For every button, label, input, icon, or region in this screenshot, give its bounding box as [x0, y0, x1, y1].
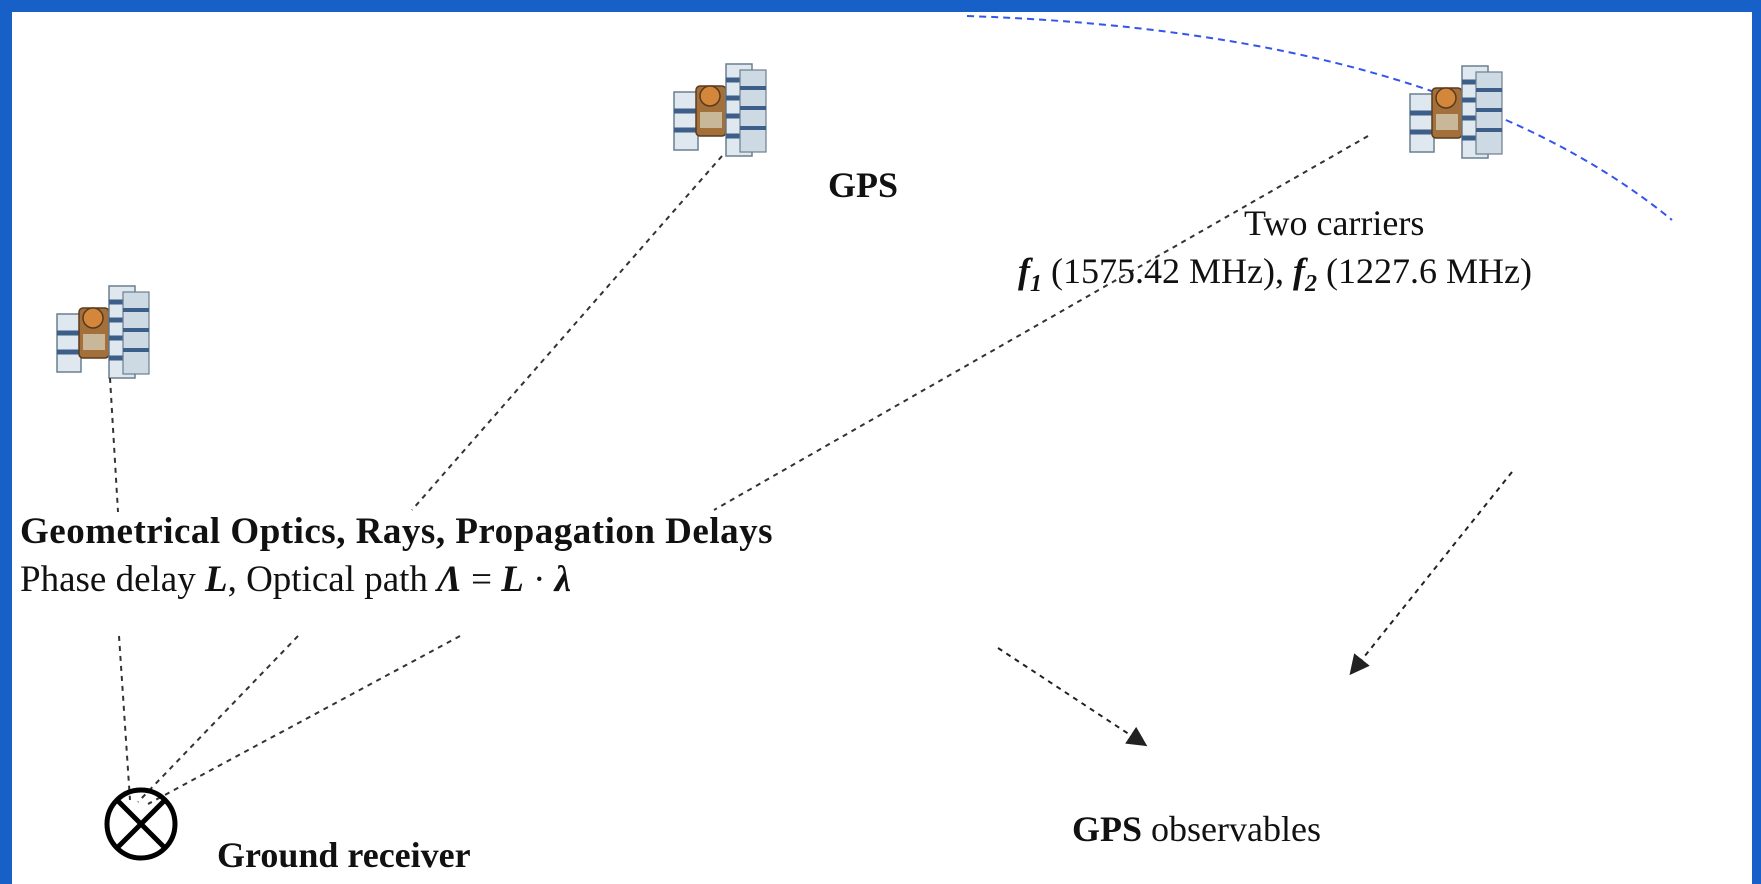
satellite-icon: [1410, 66, 1502, 158]
phase-text: Phase delay: [20, 559, 205, 600]
arrow-to-observables-right: [1349, 471, 1513, 676]
diagram-graphics: [12, 15, 1673, 861]
gps-label: GPS: [828, 165, 899, 205]
carrier-frequencies: f1 (1575.42 MHz), f2 (1227.6 MHz): [1018, 250, 1532, 298]
carriers-title: Two carriers: [1244, 203, 1425, 243]
gps-observables-label: GPS observables: [1072, 808, 1321, 850]
phase-delay-line: Phase delay L, Optical path Λ = L · λ: [20, 558, 571, 601]
ray-left-lower: [118, 635, 131, 801]
phase-symbol: L: [204, 559, 228, 600]
circle-x-icon: [104, 787, 178, 861]
ray-middle-lower: [137, 635, 299, 803]
orbit-arc: [966, 15, 1673, 221]
lambda-small-symbol: λ: [554, 559, 572, 600]
f1-subscript: 1: [1030, 271, 1042, 297]
optical-text: , Optical path: [227, 559, 438, 600]
f2-subscript: 2: [1304, 271, 1317, 297]
l-symbol: L: [501, 559, 524, 600]
f2-symbol: f: [1292, 251, 1305, 291]
ray-right-lower: [147, 635, 461, 805]
arrow-to-observables-left: [997, 647, 1148, 747]
ray-right-upper: [713, 135, 1369, 511]
observables-rest: observables: [1142, 809, 1321, 849]
observables-gps: GPS: [1072, 809, 1143, 849]
equals-sign: =: [461, 559, 502, 600]
lambda-cap-symbol: Λ: [437, 559, 462, 600]
f1-value: (1575.42 MHz),: [1042, 251, 1293, 291]
ray-middle-upper: [411, 155, 723, 511]
optics-title: Geometrical Optics, Rays, Propagation De…: [20, 511, 774, 552]
dot-operator: ·: [523, 559, 555, 600]
f1-symbol: f: [1018, 251, 1030, 291]
satellite-icon: [57, 286, 149, 378]
diagram-canvas: GPS Two carriers f1 (1575.42 MHz), f2 (1…: [12, 12, 1752, 884]
satellite-icon: [674, 64, 766, 156]
ray-left-upper: [109, 377, 119, 513]
f2-value: (1227.6 MHz): [1316, 251, 1532, 291]
ground-receiver-label: Ground receiver: [217, 835, 471, 875]
